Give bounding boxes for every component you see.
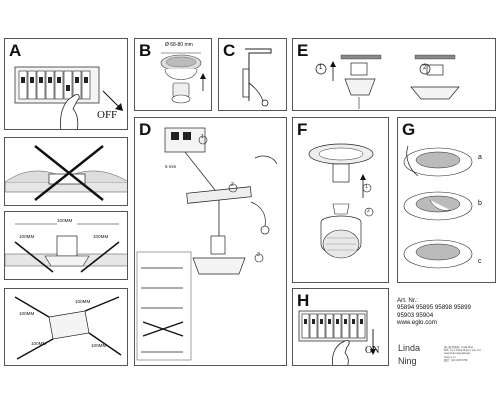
product-info: Art. Nr.: 95894 95895 95898 95899 95903 …: [397, 297, 471, 327]
no-insulation-illustration: [5, 145, 127, 201]
cutout-diameter-label: Ø 68-80 mm: [165, 42, 193, 48]
fuse-box-on-illustration: [298, 310, 376, 365]
lamp-insert-illustration: [308, 143, 374, 259]
off-label: OFF: [97, 109, 118, 121]
panel-f-lamp-insert: F 1 2: [292, 117, 389, 283]
step-3-label: 3: [257, 252, 260, 258]
step-a-label: a: [478, 154, 482, 161]
brand-name-line-2: Ning: [398, 356, 417, 366]
step-2-label: 2: [423, 65, 427, 71]
step-1-label: 1: [201, 134, 204, 140]
brand-name-line-1: Linda: [398, 343, 421, 353]
spring-clip-illustration: [242, 48, 272, 107]
article-number-label: Art. Nr.:: [397, 297, 418, 304]
panel-letter: F: [297, 120, 308, 139]
importer-line: 進口商/代理商：Linda Ning: [444, 346, 473, 349]
panel-b-cutout-size: B Ø 68-80 mm: [134, 38, 212, 111]
wire-strip-length-label: 6 mm: [165, 164, 177, 169]
panel-letter: A: [9, 41, 22, 60]
panel-clearance-top: 100MM 100MM 100MM 100MM: [4, 288, 128, 366]
importer-details: 進口商/代理商：Linda Ning EGL. Co.,Limited Ning…: [444, 346, 484, 362]
step-1-label: 1: [319, 65, 323, 71]
clearance-label-nw: 100MM: [19, 311, 35, 316]
ceiling-cutout-illustration: [160, 52, 206, 104]
step-1-label: 1: [365, 184, 368, 190]
panel-letter: B: [139, 41, 152, 60]
panel-a-switch-off: A OFF: [4, 38, 128, 130]
clearance-label-ne: 100MM: [75, 299, 91, 304]
panel-d-wiring: D 6 mm 1 2 3: [134, 117, 287, 366]
panel-c-spring-clip: C: [218, 38, 287, 111]
step-2-label: 2: [231, 182, 234, 188]
clearance-label-se: 100MM: [91, 343, 107, 348]
article-numbers-line-2: 95903 95904: [397, 311, 434, 319]
lampholder-illustration: [315, 54, 460, 109]
panel-no-insulation: [4, 137, 128, 206]
importer-line: www.linda.ning/eglo/eglo: [444, 352, 471, 356]
step-b-label: b: [478, 200, 482, 207]
wiring-illustration: [136, 127, 278, 361]
panel-letter: H: [297, 291, 310, 310]
clearance-side-illustration: [5, 223, 127, 273]
clearance-label-top: 100MM: [57, 218, 73, 223]
website-text: www.eglo.com: [397, 319, 437, 327]
panel-letter: E: [297, 41, 309, 60]
panel-e-lampholder: E 1 2: [292, 38, 496, 111]
clearance-top-illustration: [14, 296, 122, 360]
importer-line: EGL. Co.,Limited Ning Lu Lou, Ltd: [444, 349, 481, 353]
clearance-label-sw: 100MM: [31, 341, 47, 346]
clearance-label-right: 100MM: [93, 234, 109, 239]
panel-letter: G: [402, 120, 416, 139]
importer-line: 電話：(02) 2345 6789: [444, 358, 468, 362]
panel-clearance-side: 100MM 100MM 100MM: [4, 211, 128, 280]
clearance-label-left: 100MM: [19, 234, 35, 239]
on-label: ON: [365, 345, 380, 356]
panel-letter: C: [223, 41, 236, 60]
panel-g-twist-lock: G a b c: [397, 117, 496, 283]
panel-letter: D: [139, 120, 152, 139]
fuse-box-off-illustration: [14, 66, 123, 129]
step-2-label: 2: [367, 208, 370, 214]
twist-lock-illustration: [403, 145, 473, 269]
step-c-label: c: [478, 258, 482, 265]
panel-h-switch-on: H ON: [292, 288, 389, 366]
article-numbers-line-1: 95894 95895 95898 95899: [397, 304, 471, 312]
importer-line: Ning Lu Lu: [444, 355, 456, 359]
